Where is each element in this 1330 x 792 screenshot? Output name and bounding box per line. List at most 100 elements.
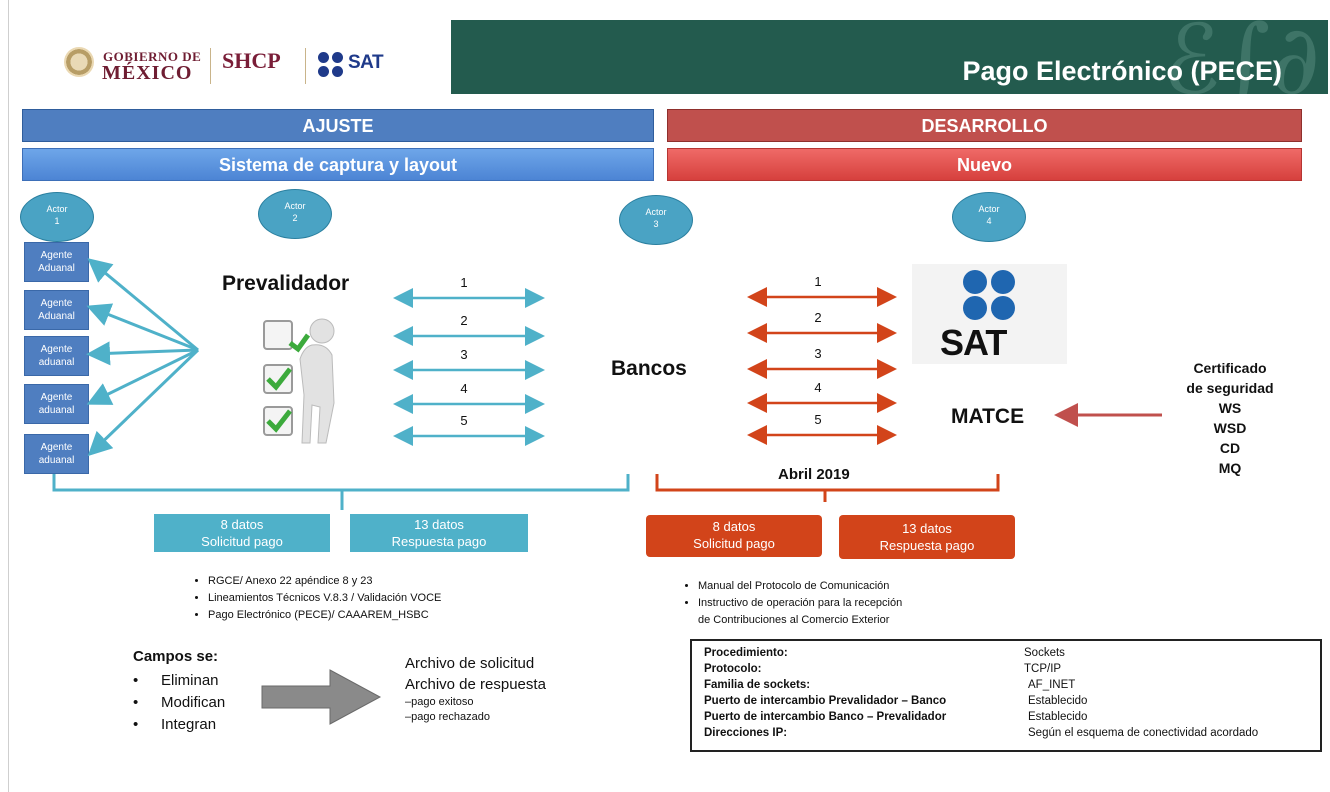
red-brace — [655, 474, 1000, 502]
table-value: Según el esquema de conectividad acordad… — [1028, 727, 1259, 739]
datos-count: 8 datos — [712, 519, 756, 534]
datos-desc: Respuesta pago — [391, 534, 487, 549]
campos-item: Integran — [133, 714, 225, 736]
abril-label: Abril 2019 — [778, 466, 850, 483]
arrow-number: 1 — [814, 274, 822, 289]
blue-exchange-arrows — [393, 288, 545, 446]
cert-line: MQ — [1218, 460, 1242, 476]
table-row: Puerto de intercambio Prevalidador – Ban… — [704, 695, 1087, 707]
arrow-number: 3 — [814, 346, 822, 361]
sat-logo-text: SAT — [940, 322, 1007, 363]
bancos-label: Bancos — [611, 357, 687, 380]
arrow-number: 5 — [460, 413, 468, 428]
gobierno-line1: GOBIERNO DE — [103, 49, 202, 64]
archivo-line: Archivo de respuesta — [405, 676, 546, 693]
cert-line: WSD — [1213, 420, 1247, 436]
agent-line1: Agente — [40, 250, 73, 261]
table-label: Procedimiento: — [704, 647, 788, 659]
actor-number: 4 — [986, 216, 992, 226]
gobierno-line2: MÉXICO — [102, 62, 193, 84]
agent-line1: Agente — [40, 442, 73, 453]
page-title: Pago Electrónico (PECE) — [962, 56, 1282, 86]
sat-logo-small: SAT — [348, 52, 384, 73]
nuevo-bar: Nuevo — [667, 148, 1302, 181]
actor-label: Actor — [284, 201, 306, 211]
agent-box: Agente Aduanal — [24, 242, 89, 282]
archivo-sub: –pago exitoso — [405, 696, 474, 708]
actor-node: Actor 4 — [952, 192, 1026, 242]
table-value: AF_INET — [1028, 679, 1076, 691]
datos-desc: Solicitud pago — [693, 536, 775, 551]
campos-title: Campos se: — [133, 648, 219, 665]
ref-item: RGCE/ Anexo 22 apéndice 8 y 23 — [208, 573, 441, 590]
refs-right: Manual del Protocolo de Comunicación Ins… — [680, 578, 902, 629]
table-row: Puerto de intercambio Banco – Prevalidad… — [704, 711, 1087, 723]
agent-line2: aduanal — [38, 455, 75, 466]
arrow-number: 2 — [460, 313, 468, 328]
table-label: Familia de sockets: — [704, 679, 811, 691]
logos-area — [55, 20, 450, 94]
blue-brace — [52, 474, 630, 510]
table-row: Procedimiento: Sockets — [704, 647, 1065, 659]
actor-label: Actor — [978, 204, 1000, 214]
arrow-number: 4 — [460, 381, 468, 396]
archivo-line: Archivo de solicitud — [405, 655, 535, 672]
logo-divider — [305, 48, 306, 84]
shcp-logo: SHCP — [222, 48, 281, 73]
cert-line: Certificado — [1193, 360, 1267, 376]
table-value: TCP/IP — [1024, 663, 1062, 675]
table-row: Familia de sockets: AF_INET — [704, 679, 1075, 691]
archivo-block: Archivo de solicitud Archivo de respuest… — [405, 653, 546, 725]
agent-box: Agente aduanal — [24, 384, 89, 424]
table-value: Establecido — [1028, 695, 1088, 707]
sat-dots-icon — [318, 52, 344, 78]
datos-desc: Respuesta pago — [879, 538, 975, 553]
agent-box: Agente aduanal — [24, 336, 89, 376]
protocol-table: Procedimiento: Sockets Protocolo: TCP/IP… — [690, 639, 1322, 752]
arrow-number: 4 — [814, 380, 822, 395]
ref-item: Lineamientos Técnicos V.8.3 / Validación… — [208, 590, 441, 607]
datos-box: 8 datos Solicitud pago — [646, 515, 822, 557]
campos-list: Eliminan Modifican Integran — [133, 670, 225, 736]
datos-count: 8 datos — [220, 517, 264, 532]
table-label: Direcciones IP: — [704, 727, 788, 739]
ref-item: Pago Electrónico (PECE)/ CAAAREM_HSBC — [208, 607, 441, 624]
actor-number: 1 — [54, 216, 60, 226]
checklist-figure-icon — [263, 318, 335, 444]
table-value: Sockets — [1024, 647, 1065, 659]
arrow-number: 2 — [814, 310, 822, 325]
table-label: Protocolo: — [704, 663, 762, 675]
ref-item: Manual del Protocolo de Comunicación — [698, 578, 902, 595]
actor-node: Actor 1 — [20, 192, 94, 242]
ajuste-bar: AJUSTE — [22, 109, 654, 142]
table-value: Establecido — [1028, 711, 1088, 723]
transform-arrow — [261, 669, 382, 725]
arrow-number: 1 — [460, 275, 468, 290]
table-label: Puerto de intercambio Prevalidador – Ban… — [704, 695, 947, 707]
table-label: Puerto de intercambio Banco – Prevalidad… — [704, 711, 947, 723]
actor-number: 2 — [292, 213, 298, 223]
cert-line: de seguridad — [1186, 380, 1274, 396]
page-left-border — [8, 0, 9, 792]
actor-number: 3 — [653, 219, 659, 229]
archivo-sub: –pago rechazado — [405, 711, 491, 723]
red-exchange-arrows — [747, 287, 897, 445]
agent-line2: Aduanal — [38, 311, 75, 322]
ref-item: de Contribuciones al Comercio Exterior — [698, 614, 890, 626]
agent-line2: Aduanal — [38, 263, 75, 274]
logo-divider — [210, 48, 211, 84]
agent-line1: Agente — [40, 392, 73, 403]
datos-count: 13 datos — [902, 521, 952, 536]
desarrollo-bar: DESARROLLO — [667, 109, 1302, 142]
actor-node: Actor 3 — [619, 195, 693, 245]
arrow-number: 3 — [460, 347, 468, 362]
cert-line: CD — [1219, 440, 1241, 456]
gobierno-seal-icon — [64, 47, 94, 77]
actor-label: Actor — [46, 204, 68, 214]
campos-item: Eliminan — [133, 670, 225, 692]
arrow-number: 5 — [814, 412, 822, 427]
datos-box: 13 datos Respuesta pago — [839, 515, 1015, 559]
datos-desc: Solicitud pago — [201, 534, 283, 549]
banner-decoration: ℰ∫∂ — [1162, 20, 1320, 94]
